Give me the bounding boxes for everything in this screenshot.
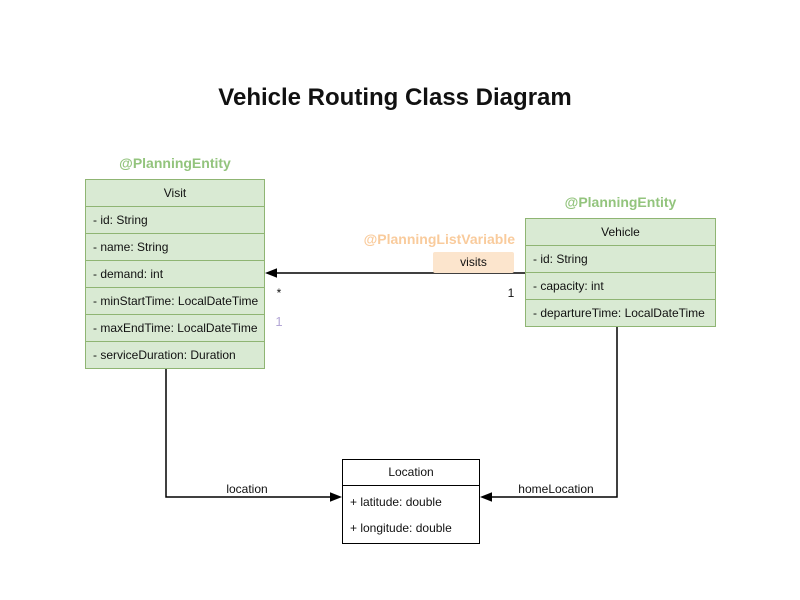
- vehicle-stereotype-label: @PlanningEntity: [564, 194, 677, 210]
- vehicle-attr-capacity: - capacity: int: [526, 272, 715, 299]
- vehicle-attr-departure-time: - departureTime: LocalDateTime: [526, 299, 715, 326]
- visit-attr-demand: - demand: int: [86, 260, 264, 287]
- visits-index-label: 1: [275, 314, 283, 329]
- home-location-edge-label: homeLocation: [518, 482, 594, 496]
- vehicle-attr-id: - id: String: [526, 245, 715, 272]
- visits-source-multiplicity: 1: [507, 286, 515, 300]
- class-node-location[interactable]: Location + latitude: double + longitude:…: [342, 459, 480, 544]
- visit-attr-max-end-time: - maxEndTime: LocalDateTime: [86, 314, 264, 341]
- vehicle-class-name: Vehicle: [601, 225, 640, 239]
- class-node-visit[interactable]: Visit - id: String - name: String - dema…: [85, 179, 265, 369]
- arrowhead-home-location: [480, 492, 492, 502]
- location-attr-latitude: + latitude: double: [350, 495, 442, 509]
- class-node-vehicle[interactable]: Vehicle - id: String - capacity: int - d…: [525, 218, 716, 327]
- location-class-name: Location: [343, 460, 479, 486]
- visit-attr-min-start-time: - minStartTime: LocalDateTime: [86, 287, 264, 314]
- visits-edge-label-badge: visits: [433, 252, 514, 273]
- diagram-title: Vehicle Routing Class Diagram: [218, 84, 572, 111]
- visit-attr-service-duration: - serviceDuration: Duration: [86, 341, 264, 368]
- edge-home-location-line: [492, 322, 618, 498]
- visit-stereotype-label: @PlanningEntity: [119, 155, 231, 171]
- edge-location-line: [165, 360, 330, 498]
- visit-attr-name: - name: String: [86, 233, 264, 260]
- location-edge-label: location: [226, 482, 268, 496]
- arrowhead-visits: [265, 268, 277, 278]
- visit-attr-id: - id: String: [86, 206, 264, 233]
- arrowhead-location: [330, 492, 342, 502]
- planning-list-variable-annotation: @PlanningListVariable: [363, 231, 515, 247]
- visit-class-name: Visit: [163, 186, 187, 200]
- visits-target-multiplicity: *: [276, 286, 282, 300]
- location-attr-longitude: + longitude: double: [350, 521, 452, 535]
